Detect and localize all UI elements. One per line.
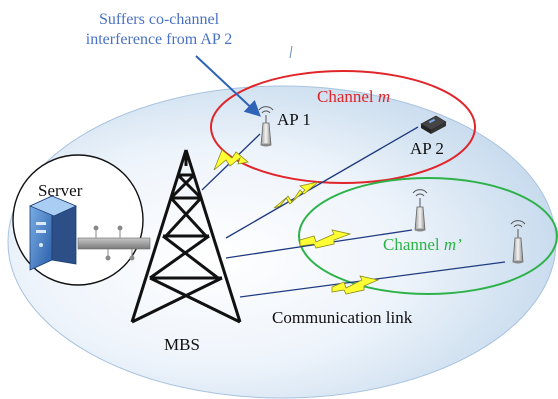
server-bus-bar xyxy=(77,237,151,250)
router-icon xyxy=(420,115,447,134)
ap4-icon xyxy=(510,220,526,264)
lightning-ap1 xyxy=(213,149,249,171)
mbs-label: MBS xyxy=(164,335,200,354)
arrow-icon xyxy=(195,55,261,117)
communication-link-label: Communication link xyxy=(272,308,413,327)
tick-mark xyxy=(289,45,293,59)
lightning-ap2 xyxy=(273,181,319,209)
ap1-label: AP 1 xyxy=(277,110,311,129)
tower-icon xyxy=(130,149,242,324)
server-label: Server xyxy=(38,181,83,200)
channel-mp-var: m’ xyxy=(443,235,462,254)
channel-mp-prefix: Channel xyxy=(383,235,440,254)
channel-m-prefix: Channel xyxy=(317,87,374,106)
lightning-icon xyxy=(213,149,380,295)
ap3-icon xyxy=(412,189,428,232)
channel-m-var: m xyxy=(377,87,391,106)
interference-annotation: Suffers co-channel interference from AP … xyxy=(30,10,288,50)
server-icon xyxy=(28,195,78,271)
annotation-line-2: interference from AP 2 xyxy=(85,31,233,48)
channel-m-label: Channel m xyxy=(317,88,390,105)
lightning-ap3 xyxy=(299,229,352,249)
channel-m-region xyxy=(210,70,476,184)
annotation-line-1: Suffers co-channel xyxy=(98,11,220,28)
ap2-label: AP 2 xyxy=(410,139,444,158)
channel-mp-region xyxy=(298,177,558,295)
server-node xyxy=(12,154,151,286)
link-to-ap2 xyxy=(225,126,419,239)
lightning-ap4 xyxy=(331,275,380,295)
channel-mp-label: Channel m’ xyxy=(383,236,462,253)
ap1-icon xyxy=(258,106,274,147)
